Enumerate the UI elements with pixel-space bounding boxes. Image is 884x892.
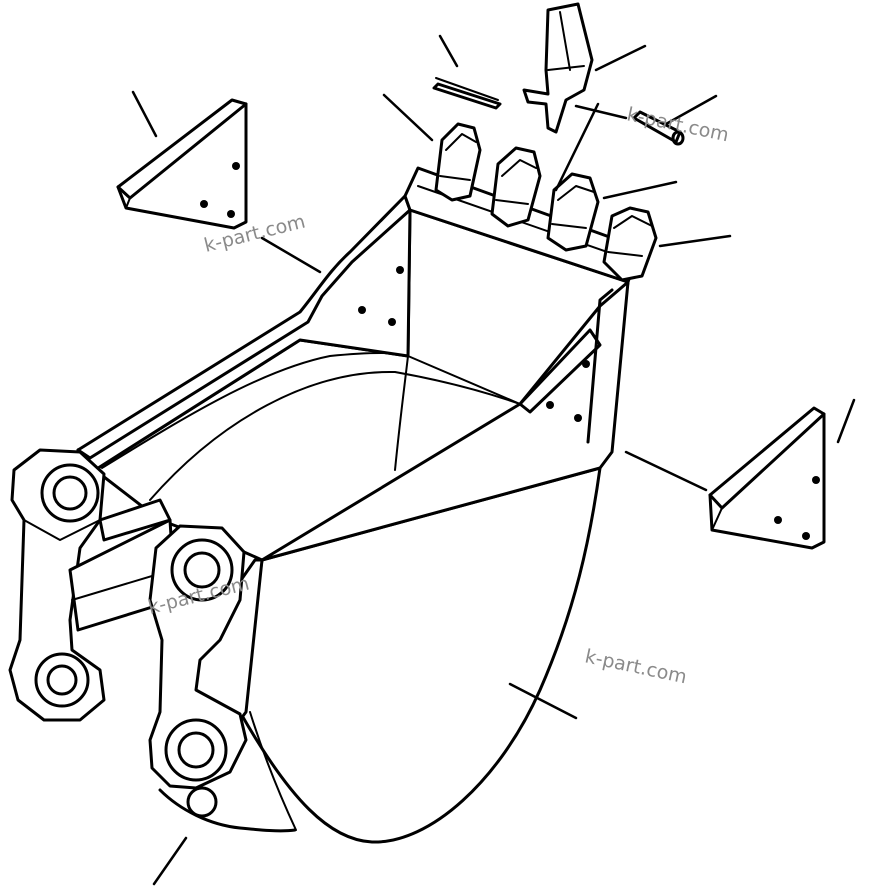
lock-pin-exploded — [632, 110, 685, 146]
tooth-point-exploded — [522, 2, 594, 134]
mounting-bracket-left — [8, 448, 106, 722]
side-cutter-right — [708, 406, 826, 550]
pin-exploded — [432, 77, 502, 110]
leader-lines — [131, 34, 856, 886]
tooth-3 — [546, 172, 600, 252]
side-cutter-left — [116, 98, 248, 230]
tooth-1 — [434, 122, 482, 202]
tooth-2 — [490, 146, 542, 228]
cross-tube — [68, 498, 177, 632]
tooth-4 — [602, 206, 658, 282]
mounting-bracket-right — [148, 524, 248, 818]
watermark-4: k-part.com — [583, 645, 689, 688]
